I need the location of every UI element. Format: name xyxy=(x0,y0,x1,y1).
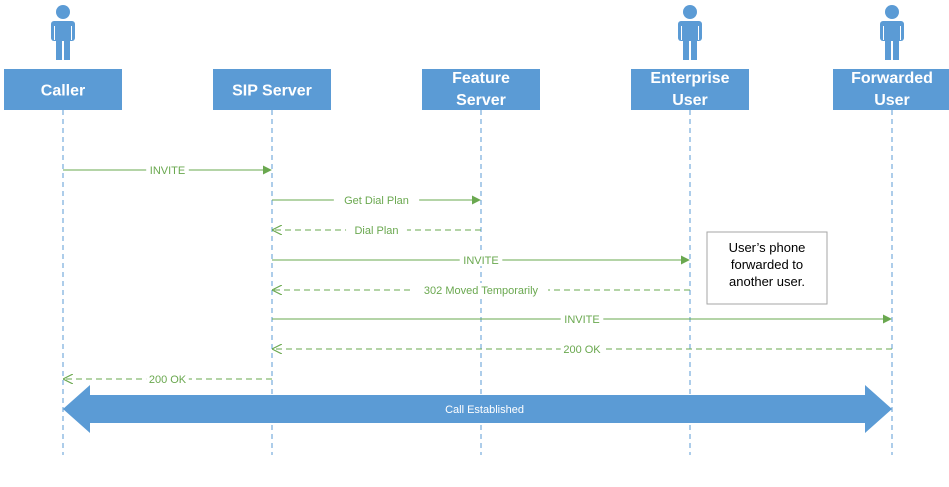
message-label: 200 OK xyxy=(563,344,601,356)
message-label: 200 OK xyxy=(149,374,187,386)
message-8: 200 OK xyxy=(64,372,272,386)
call-established-arrow xyxy=(63,385,892,433)
message-7: 200 OK xyxy=(273,342,892,356)
message-3: Dial Plan xyxy=(273,223,481,237)
message-1: INVITE xyxy=(63,163,272,177)
caller-label: Caller xyxy=(41,83,85,100)
message-4: INVITE xyxy=(272,253,690,267)
enterprise-user-label: Enterprise xyxy=(650,70,729,87)
sip-server-header: SIP Server xyxy=(213,69,331,110)
message-6: INVITE xyxy=(272,312,892,326)
feature-server-label: Server xyxy=(456,92,506,109)
message-2: Get Dial Plan xyxy=(272,193,481,207)
call-established-label: Call Established xyxy=(445,404,524,416)
sip-server-label: SIP Server xyxy=(232,83,312,100)
call-established-band: Call Established xyxy=(63,385,892,433)
feature-server-label: Feature xyxy=(452,70,510,87)
message-label: 302 Moved Temporarily xyxy=(424,285,539,297)
message-label: INVITE xyxy=(150,165,185,177)
note-box: User’s phone forwarded to another user. xyxy=(706,231,828,305)
forwarded-user-label: Forwarded xyxy=(851,70,933,87)
message-label: INVITE xyxy=(463,255,498,267)
note-text: another user. xyxy=(729,274,805,289)
forwarded-user-label: User xyxy=(874,92,910,109)
note-text: forwarded to xyxy=(731,257,803,272)
message-label: Dial Plan xyxy=(354,225,398,237)
note-text: User’s phone xyxy=(729,240,806,255)
enterprise-user-actor-icon xyxy=(678,5,702,60)
enterprise-user-label: User xyxy=(672,92,708,109)
forwarded-user-actor-icon xyxy=(880,5,904,60)
caller-actor-icon xyxy=(51,5,75,60)
message-label: Get Dial Plan xyxy=(344,195,409,207)
message-label: INVITE xyxy=(564,314,599,326)
message-5: 302 Moved Temporarily xyxy=(273,283,690,297)
lifelines xyxy=(62,110,893,455)
caller-header: Caller xyxy=(4,69,122,110)
